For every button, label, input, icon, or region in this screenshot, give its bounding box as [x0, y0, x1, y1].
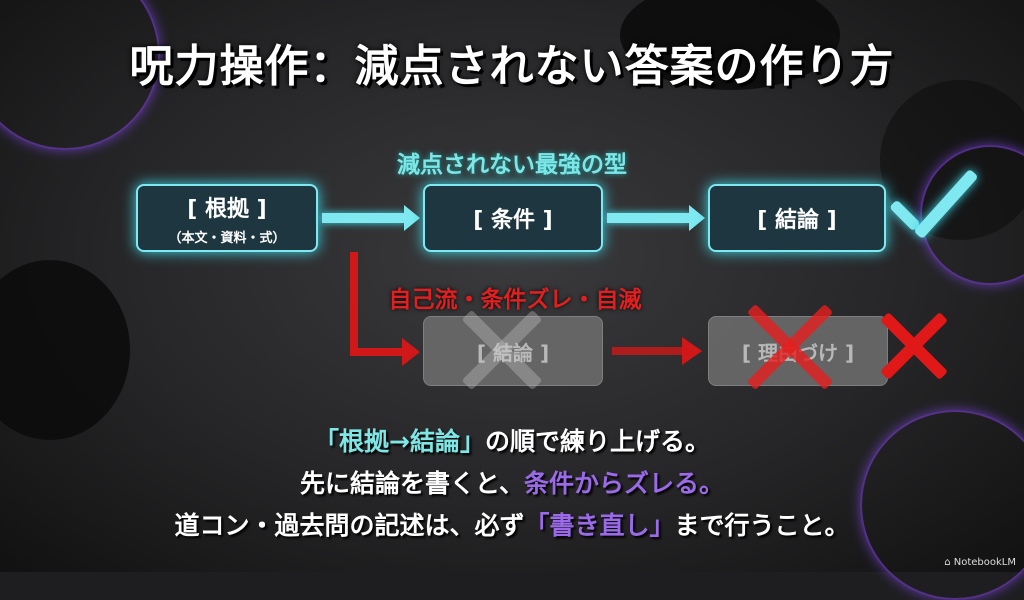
- box-label: [ 条件 ]: [473, 208, 553, 233]
- gray-x-icon: [452, 300, 552, 400]
- notebooklm-logo-icon: ⌂: [944, 557, 954, 568]
- red-connector: [350, 348, 406, 356]
- conclusion-box: [ 結論 ]: [708, 184, 886, 252]
- box-label: [ 結論 ]: [757, 208, 837, 233]
- arrow-right-icon: [607, 205, 705, 231]
- red-x-icon: [872, 304, 956, 388]
- message-line-1: 「根拠→結論」の順で練り上げる。: [0, 422, 1024, 458]
- notebooklm-watermark: ⌂ NotebookLM: [944, 557, 1016, 568]
- highlight-text: 条件からズレる。: [524, 469, 725, 498]
- red-arrow-icon: [682, 337, 702, 365]
- box-label: [ 根拠 ]: [187, 196, 267, 222]
- red-connector: [350, 252, 358, 356]
- red-x-icon: [735, 292, 845, 402]
- message-line-2: 先に結論を書くと、条件からズレる。: [0, 464, 1024, 500]
- evidence-box: [ 根拠 ] （本文・資料・式）: [136, 184, 318, 252]
- message-text: 先に結論を書くと、: [299, 469, 524, 498]
- page-title: 呪力操作：減点されない答案の作り方: [129, 41, 895, 92]
- red-connector: [612, 347, 684, 355]
- red-arrow-icon: [402, 338, 420, 366]
- ink-splatter: [0, 260, 130, 440]
- ink-splatter: [620, 0, 840, 90]
- highlight-text: 「書き直し」: [524, 511, 675, 540]
- message-text: の順で練り上げる。: [484, 427, 710, 456]
- message-text: 道コン・過去問の記述は、必ず: [174, 511, 525, 540]
- arrow-right-icon: [322, 205, 420, 231]
- background: [0, 0, 1024, 572]
- watermark-text: NotebookLM: [953, 557, 1016, 568]
- highlight-text: 「根拠→結論」: [314, 427, 485, 456]
- box-sublabel: （本文・資料・式）: [168, 230, 286, 246]
- message-line-3: 道コン・過去問の記述は、必ず「書き直し」まで行うこと。: [0, 506, 1024, 542]
- condition-box: [ 条件 ]: [423, 184, 603, 252]
- checkmark-icon: [884, 172, 974, 252]
- diagram-subtitle: 減点されない最強の型: [397, 152, 627, 178]
- message-text: まで行うこと。: [674, 511, 850, 540]
